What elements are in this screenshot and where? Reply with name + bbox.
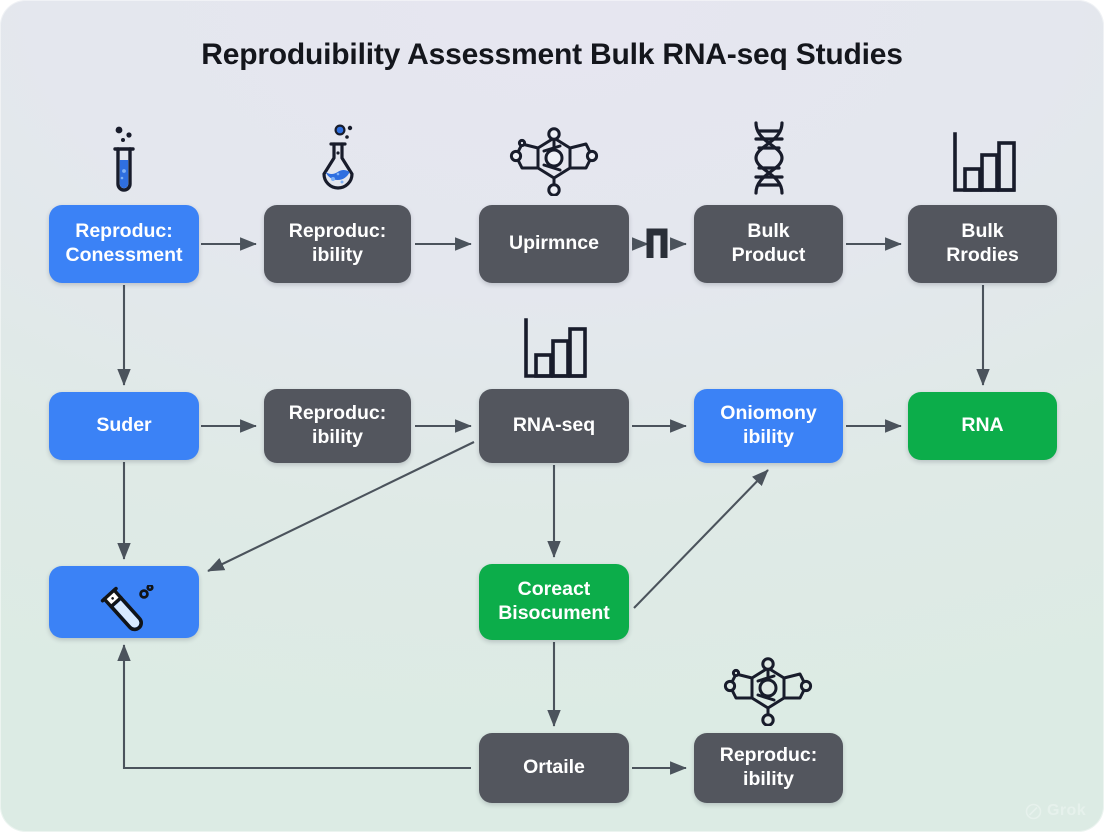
step-glyph-icon <box>646 228 668 258</box>
icon-dna-above-n4 <box>736 118 802 196</box>
node-suder[interactable]: Suder <box>49 392 199 460</box>
node-reproduc-ibility-row1[interactable]: Reproduc: ibility <box>264 205 411 283</box>
node-reproduc-conessment[interactable]: Reproduc: Conessment <box>49 205 199 283</box>
node-reproduc-ibility-row2[interactable]: Reproduc: ibility <box>264 389 411 463</box>
node-rna-seq[interactable]: RNA-seq <box>479 389 629 463</box>
node-oniomony-ibility[interactable]: Oniomony ibility <box>694 389 843 463</box>
edge-n12-n9-diagonal <box>633 469 769 609</box>
watermark-label: Grok <box>1047 802 1086 819</box>
node-bulk-rrodies[interactable]: Bulk Rrodies <box>908 205 1057 283</box>
icon-molecule-above-n14 <box>722 650 814 726</box>
icon-test-tube-above-n1 <box>88 118 160 196</box>
node-reproduc-ibility-row4[interactable]: Reproduc: ibility <box>694 733 843 803</box>
node-rna[interactable]: RNA <box>908 392 1057 460</box>
icon-bar-chart-above-n5 <box>947 126 1019 196</box>
edge-n13-n11-elbow <box>117 644 471 770</box>
node-bulk-product[interactable]: Bulk Product <box>694 205 843 283</box>
node-coreact-bisocument[interactable]: Coreact Bisocument <box>479 564 629 640</box>
node-ortaile[interactable]: Ortaile <box>479 733 629 803</box>
grok-logo-icon <box>1025 803 1042 820</box>
test-tube-filled-icon <box>93 561 155 644</box>
icon-bar-chart-above-n8 <box>518 310 590 382</box>
icon-flask-above-n2 <box>302 118 374 196</box>
icon-molecule-above-n3 <box>508 122 600 196</box>
node-upirmnce[interactable]: Upirmnce <box>479 205 629 283</box>
watermark: Grok <box>1025 802 1086 820</box>
node-test-tube-icon-node[interactable] <box>49 566 199 638</box>
page-title: Reproduibility Assessment Bulk RNA-seq S… <box>201 38 903 71</box>
